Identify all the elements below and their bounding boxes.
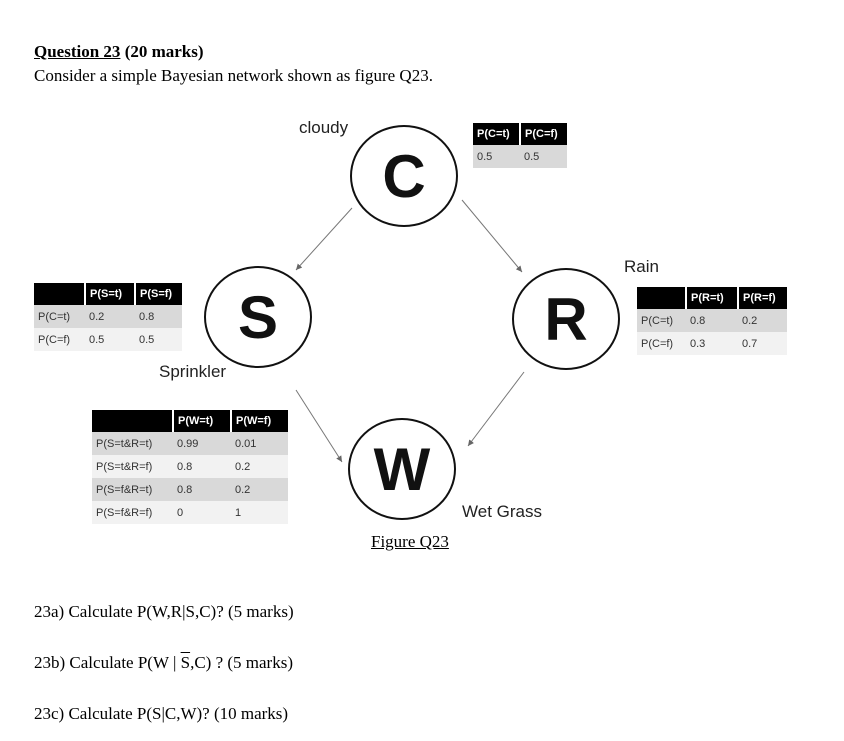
- cpt-c-cell: 0.5: [520, 145, 567, 168]
- part-b-suffix: ,C) ? (5 marks): [190, 653, 293, 672]
- cpt-w-header: P(W=t): [173, 410, 232, 432]
- cpt-r-header: [637, 287, 687, 309]
- cpt-r-cell: 0.3: [686, 332, 738, 355]
- cpt-r-header: P(R=f): [738, 287, 787, 309]
- cpt-r-cell: 0.8: [686, 309, 738, 332]
- cpt-s-cell: 0.5: [85, 328, 135, 351]
- cpt-c-header: P(C=f): [520, 123, 567, 145]
- cpt-w-cell: P(S=f&R=t): [92, 478, 173, 501]
- cpt-rain: P(R=t) P(R=f) P(C=t) 0.8 0.2 P(C=f) 0.3 …: [637, 287, 787, 355]
- cpt-r-cell: P(C=t): [637, 309, 686, 332]
- cpt-s-cell: 0.2: [85, 305, 135, 328]
- label-rain: Rain: [624, 257, 659, 276]
- part-b-prefix: 23b) Calculate P(W |: [34, 653, 181, 672]
- cpt-r-header: P(R=t): [686, 287, 739, 309]
- node-s-letter: S: [237, 283, 279, 351]
- cpt-w-cell: P(S=t&R=f): [92, 455, 173, 478]
- cpt-r-cell: 0.7: [738, 332, 787, 355]
- part-c: 23c) Calculate P(S|C,W)? (10 marks): [34, 704, 289, 723]
- cpt-w-cell: 0.2: [231, 478, 288, 501]
- part-b-not-s: S: [180, 653, 191, 672]
- label-wet-grass: Wet Grass: [462, 502, 542, 521]
- part-a: 23a) Calculate P(W,R|S,C)? (5 marks): [34, 602, 294, 621]
- cpt-s-header: [34, 283, 86, 305]
- cpt-s-cell: P(C=f): [34, 328, 85, 351]
- label-sprinkler: Sprinkler: [159, 362, 227, 381]
- cpt-r-cell: P(C=f): [637, 332, 686, 355]
- cpt-r-cell: 0.2: [738, 309, 787, 332]
- node-w: W: [348, 418, 456, 520]
- question-marks: (20 marks): [120, 42, 204, 61]
- node-c: C: [350, 125, 458, 227]
- cpt-w-cell: 0.2: [231, 455, 288, 478]
- cpt-w-cell: 0.99: [173, 432, 231, 455]
- question-intro: Consider a simple Bayesian network shown…: [34, 66, 433, 85]
- question-title: Question 23 (20 marks): [34, 42, 204, 62]
- cpt-s-cell: P(C=t): [34, 305, 85, 328]
- cpt-sprinkler: P(S=t) P(S=f) P(C=t) 0.2 0.8 P(C=f) 0.5 …: [34, 283, 182, 351]
- node-r-letter: R: [544, 285, 588, 353]
- cpt-wet-grass: P(W=t) P(W=f) P(S=t&R=t) 0.99 0.01 P(S=t…: [92, 410, 288, 524]
- cpt-cloudy: P(C=t) P(C=f) 0.5 0.5: [473, 123, 567, 168]
- cpt-s-cell: 0.8: [135, 305, 182, 328]
- cpt-c-header: P(C=t): [473, 123, 521, 145]
- cpt-w-cell: 0.01: [231, 432, 288, 455]
- part-b: 23b) Calculate P(W | S,C) ? (5 marks): [34, 653, 293, 673]
- cpt-c-cell: 0.5: [473, 145, 520, 168]
- node-c-letter: C: [382, 142, 426, 210]
- node-r: R: [512, 268, 620, 370]
- cpt-w-cell: 0.8: [173, 478, 231, 501]
- cpt-s-header: P(S=f): [135, 283, 182, 305]
- question-number: Question 23: [34, 42, 121, 61]
- cpt-w-cell: P(S=t&R=t): [92, 432, 173, 455]
- node-s: S: [204, 266, 312, 368]
- cpt-s-header: P(S=t): [85, 283, 136, 305]
- edge-r-to-w: [467, 371, 525, 447]
- cpt-w-cell: 1: [231, 501, 288, 524]
- cpt-w-header: P(W=f): [231, 410, 288, 432]
- figure-caption: Figure Q23: [371, 532, 449, 551]
- cpt-w-cell: P(S=f&R=f): [92, 501, 173, 524]
- cpt-w-cell: 0.8: [173, 455, 231, 478]
- edge-c-to-r: [461, 199, 523, 273]
- cpt-s-cell: 0.5: [135, 328, 182, 351]
- edge-c-to-s: [295, 207, 353, 271]
- node-w-letter: W: [373, 435, 431, 503]
- edge-s-to-w: [295, 389, 343, 463]
- cpt-w-cell: 0: [173, 501, 231, 524]
- cpt-w-header: [92, 410, 174, 432]
- label-cloudy: cloudy: [299, 118, 349, 137]
